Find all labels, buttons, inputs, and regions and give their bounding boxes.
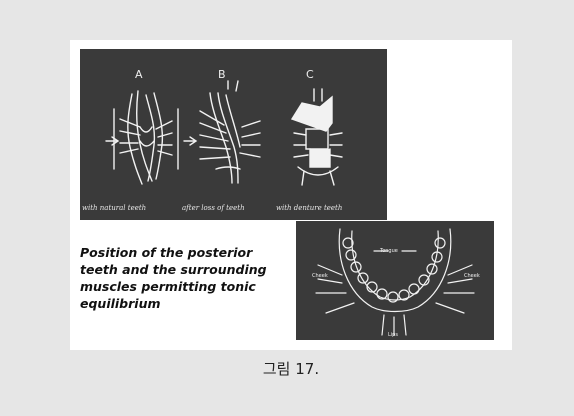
figure-description: Position of the posterior teeth and the … bbox=[80, 244, 290, 312]
cross-section-illustration bbox=[80, 49, 387, 220]
dental-arch-panel: Tongue Cheek Cheek Lips bbox=[296, 221, 494, 340]
section-caption-b: after loss of teeth bbox=[182, 204, 245, 212]
tongue-label: Tongue bbox=[380, 248, 398, 254]
cheek-left-label: Cheek bbox=[312, 273, 328, 279]
section-label-b: B bbox=[218, 68, 226, 81]
lips-label: Lips bbox=[388, 332, 398, 338]
section-caption-c: with denture teeth bbox=[276, 204, 342, 212]
figure-card: A B C with natural teeth after loss of t… bbox=[70, 40, 512, 350]
dental-arch-illustration bbox=[296, 221, 494, 340]
section-b-drawing bbox=[200, 81, 260, 183]
section-a-drawing bbox=[106, 91, 196, 184]
cheek-right-label: Cheek bbox=[464, 273, 480, 279]
cross-section-panel: A B C with natural teeth after loss of t… bbox=[80, 49, 387, 220]
figure-caption: 그림 17. bbox=[70, 358, 512, 379]
section-label-c: C bbox=[306, 68, 314, 81]
section-caption-a: with natural teeth bbox=[82, 204, 146, 212]
section-label-a: A bbox=[135, 68, 143, 81]
section-c-drawing bbox=[292, 89, 342, 185]
